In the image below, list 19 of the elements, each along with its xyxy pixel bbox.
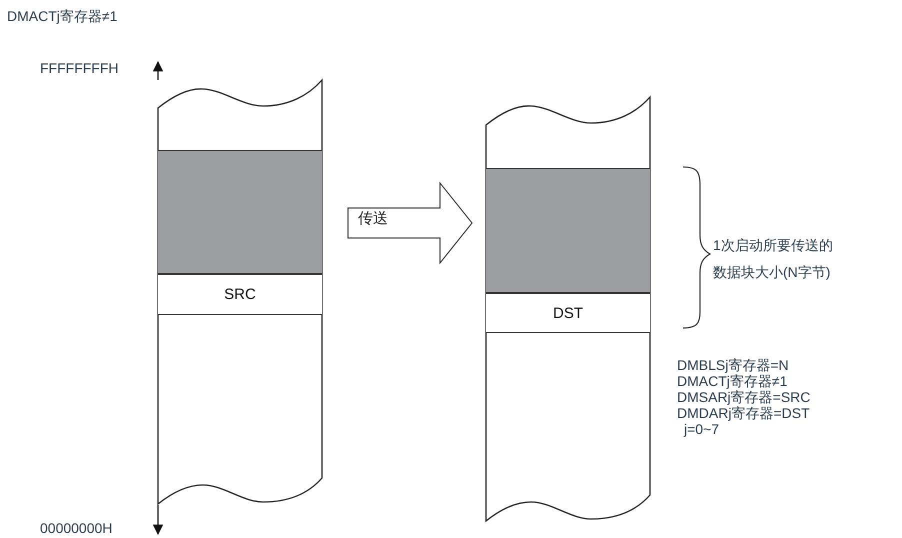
address-label: FFFFFFFFH bbox=[40, 60, 119, 76]
region-label: DST bbox=[553, 304, 583, 322]
memory-map-column bbox=[486, 95, 650, 523]
register-setting: j=0~7 bbox=[684, 421, 720, 437]
memory-map-column bbox=[158, 78, 322, 506]
annotation-text: 1次启动所要传送的数据块大小(N字节) bbox=[713, 236, 834, 282]
region-label: SRC bbox=[224, 286, 256, 303]
memory-region-band bbox=[486, 293, 650, 333]
register-setting: DMDARj寄存器=DST bbox=[677, 405, 810, 421]
register-setting: DMACTj寄存器≠1 bbox=[677, 373, 788, 389]
register-setting: DMBLSj寄存器=N bbox=[677, 357, 789, 373]
memory-region-band bbox=[158, 274, 322, 315]
register-setting: DMSARj寄存器=SRC bbox=[677, 389, 810, 405]
address-label: 00000000H bbox=[40, 520, 112, 536]
block-arrow bbox=[348, 182, 473, 264]
diagram-title: DMACTj寄存器≠1 bbox=[7, 8, 118, 24]
edge-label: 传送 bbox=[358, 211, 388, 227]
data-block bbox=[486, 168, 650, 293]
data-block bbox=[158, 150, 322, 274]
